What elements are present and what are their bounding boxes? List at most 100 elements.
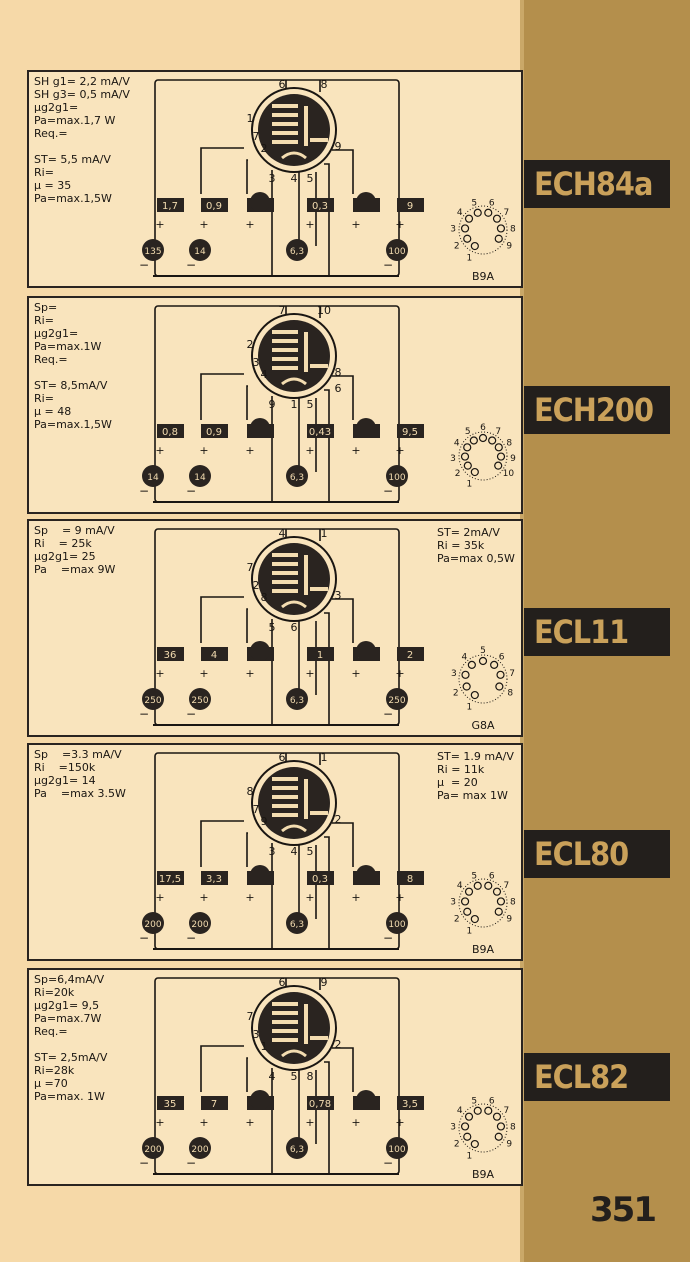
voltage-value: 0,9 bbox=[206, 427, 222, 438]
supply-circle: 200− bbox=[186, 1137, 211, 1170]
plus-sign: + bbox=[351, 1116, 360, 1129]
socket-pin-number: 8 bbox=[506, 439, 512, 449]
bias-circle bbox=[250, 418, 270, 438]
socket-pin-number: 8 bbox=[510, 1122, 516, 1132]
socket-pin-number: 7 bbox=[503, 1106, 509, 1116]
minus-sign: − bbox=[139, 484, 149, 498]
plus-sign: + bbox=[351, 444, 360, 457]
spec-line: ST= 8,5mA/V bbox=[34, 379, 108, 392]
spec-line: ST= 1.9 mA/V bbox=[437, 750, 514, 763]
spec-line: Ri=20k bbox=[34, 986, 75, 999]
voltage-box: 9+ bbox=[395, 198, 424, 231]
pin-number: 2 bbox=[335, 1038, 342, 1051]
socket-pin-number: 6 bbox=[489, 871, 495, 881]
voltage-value: 3,3 bbox=[206, 874, 222, 885]
socket-type-label: B9A bbox=[472, 1168, 495, 1181]
supply-value: 14 bbox=[194, 473, 206, 483]
bias-circle bbox=[250, 641, 270, 661]
socket-type-label: B9A bbox=[472, 943, 495, 956]
pin-number: 5 bbox=[307, 172, 314, 185]
supply-circle: 100− bbox=[383, 912, 408, 945]
voltage-box: 0,3+ bbox=[305, 871, 334, 904]
spec-line: Pa=max.1,5W bbox=[34, 418, 112, 431]
supply-value: 200 bbox=[191, 1145, 208, 1155]
supply-value: 250 bbox=[191, 696, 208, 706]
pin-number: 1 bbox=[321, 751, 328, 764]
supply-value: 6,3 bbox=[290, 1145, 304, 1155]
plus-sign: + bbox=[199, 667, 208, 680]
pin-number: 9 bbox=[335, 140, 342, 153]
minus-sign: − bbox=[186, 707, 196, 721]
supply-circle: 200− bbox=[139, 912, 164, 945]
pin-number: 9 bbox=[261, 815, 268, 828]
voltage-box: 8+ bbox=[395, 871, 424, 904]
spec-line: Ri = 11k bbox=[437, 763, 485, 776]
minus-sign: − bbox=[139, 1156, 149, 1170]
pin-number: 3 bbox=[269, 172, 276, 185]
spec-line: Pa=max 0,5W bbox=[437, 552, 515, 565]
supply-value: 100 bbox=[388, 1145, 405, 1155]
plus-sign: + bbox=[305, 1116, 314, 1129]
pin-number: 8 bbox=[261, 591, 268, 604]
spec-line: Pa =max 3.5W bbox=[34, 787, 126, 800]
supply-circle: 6,3 bbox=[286, 1137, 308, 1159]
plus-sign: + bbox=[245, 1116, 254, 1129]
pin-number: 7 bbox=[279, 304, 286, 317]
pin-number: 5 bbox=[307, 398, 314, 411]
spec-line: Pa= max 1W bbox=[437, 789, 508, 802]
supply-value: 14 bbox=[194, 247, 206, 257]
socket-pin-number: 10 bbox=[503, 469, 515, 479]
pin-number: 6 bbox=[279, 976, 286, 989]
socket-pin-number: 6 bbox=[489, 198, 495, 208]
voltage-box: 4+ bbox=[199, 647, 228, 680]
plus-sign: + bbox=[305, 218, 314, 231]
supply-value: 6,3 bbox=[290, 473, 304, 483]
socket-pin-number: 4 bbox=[457, 208, 463, 218]
minus-sign: − bbox=[383, 484, 393, 498]
supply-value: 6,3 bbox=[290, 696, 304, 706]
spec-line: Ri= bbox=[34, 392, 54, 405]
pin-number: 1 bbox=[321, 527, 328, 540]
voltage-box: 35+ bbox=[155, 1096, 184, 1129]
supply-value: 6,3 bbox=[290, 920, 304, 930]
voltage-value: 7 bbox=[211, 1099, 217, 1110]
plus-sign: + bbox=[245, 891, 254, 904]
socket-pin-number: 8 bbox=[507, 689, 513, 699]
circuit-diagram: 6817293451,7+0,9+0+0,3+1+9+135−14−6,3100… bbox=[139, 78, 516, 283]
socket-type-label: G8A bbox=[471, 719, 495, 732]
supply-value: 135 bbox=[144, 247, 161, 257]
supply-circle: 200− bbox=[139, 1137, 164, 1170]
voltage-box: 0,43+ bbox=[305, 424, 334, 457]
plus-sign: + bbox=[351, 218, 360, 231]
supply-circle: 200− bbox=[186, 912, 211, 945]
tube-type-label: ECH200 bbox=[524, 386, 670, 434]
supply-value: 200 bbox=[191, 920, 208, 930]
spec-line: μ = 20 bbox=[437, 776, 478, 789]
socket-pin-number: 8 bbox=[510, 224, 516, 234]
voltage-box: 3,5+ bbox=[395, 1096, 424, 1129]
socket-pin-number: 5 bbox=[471, 1096, 477, 1106]
pin-number: 1 bbox=[261, 1040, 268, 1053]
spec-line: Req.= bbox=[34, 1025, 68, 1038]
plus-sign: + bbox=[305, 444, 314, 457]
supply-circle: 6,3 bbox=[286, 239, 308, 261]
socket-pin-number: 1 bbox=[467, 480, 473, 490]
circuit-diagram: 61879234517,5+3,3+8+0,3+0+8+200−200−6,31… bbox=[139, 751, 516, 956]
bias-circle bbox=[250, 865, 270, 885]
plus-sign: + bbox=[305, 667, 314, 680]
tube-type-label: ECL82 bbox=[524, 1053, 670, 1101]
spec-line: ST= 2mA/V bbox=[437, 526, 500, 539]
voltage-value: 17,5 bbox=[159, 874, 181, 885]
voltage-value: 8 bbox=[407, 874, 413, 885]
spec-line: μg2g1= 9,5 bbox=[34, 999, 100, 1012]
voltage-box: 0,78+ bbox=[305, 1096, 334, 1129]
spec-line: SH g3= 0,5 mA/V bbox=[34, 88, 130, 101]
